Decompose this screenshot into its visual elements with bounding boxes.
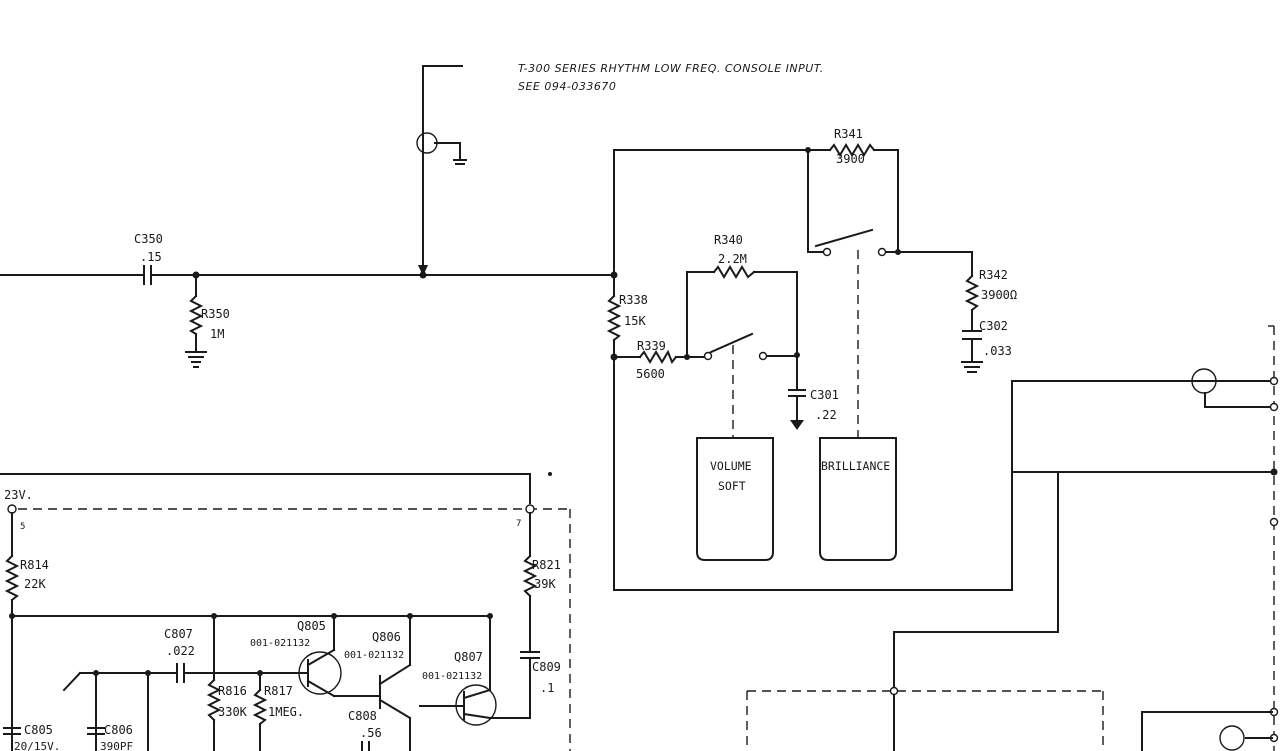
r350-ref: R350 [201, 307, 230, 321]
r816-ref: R816 [218, 684, 247, 698]
q807-part: 001-021132 [422, 671, 482, 682]
volume-tab-sublabel: SOFT [718, 479, 746, 493]
switch-brilliance [814, 228, 887, 438]
output-jack [1191, 368, 1217, 394]
c809-ref: C809 [532, 660, 561, 674]
q806-part: 001-021132 [344, 650, 404, 661]
c302-value: .033 [983, 344, 1012, 358]
right-connector-bus [1268, 325, 1279, 751]
amp-wiring [11, 615, 491, 751]
junction-dot [487, 613, 493, 619]
r340-ref: R340 [714, 233, 743, 247]
r338-ref: R338 [619, 293, 648, 307]
c350-value: .15 [140, 250, 162, 264]
junction-dot [93, 670, 99, 676]
volume-tab-label: VOLUME [710, 459, 752, 473]
q805-part: 001-021132 [250, 638, 310, 649]
c350-ref: C350 [134, 232, 163, 246]
volume-soft-tab [696, 437, 774, 561]
junction-dot [419, 271, 427, 279]
c301-value: .22 [815, 408, 837, 422]
resistor-r821 [522, 554, 538, 651]
resistor-r817 [252, 688, 268, 751]
brilliance-tab-label: BRILLIANCE [821, 459, 890, 473]
capacitor-c302 [962, 330, 982, 363]
capacitor-c350 [143, 265, 152, 285]
pin-7-label: 7 [516, 519, 521, 529]
supply-rail [0, 473, 571, 751]
c301-ref: C301 [810, 388, 839, 402]
q806-ref: Q806 [372, 630, 401, 644]
junction-dot [684, 354, 690, 360]
transistor-q807 [419, 684, 497, 726]
r814-value: 22K [24, 577, 46, 591]
junction-dot [610, 353, 618, 361]
r341-value: 3900 [836, 152, 865, 166]
junction-dot [407, 613, 413, 619]
capacitor-c808 [361, 741, 370, 751]
r350-value: 1M [210, 327, 224, 341]
note-line-1: T-300 SERIES RHYTHM LOW FREQ. CONSOLE IN… [518, 62, 824, 75]
c806-ref: C806 [104, 723, 133, 737]
pin-5-label: 5 [20, 522, 25, 532]
capacitor-c807 [176, 663, 185, 683]
c808-value: .56 [360, 726, 382, 740]
tone-network-wiring [613, 149, 1273, 591]
c807-ref: C807 [164, 627, 193, 641]
r814-ref: R814 [20, 558, 49, 572]
r817-value: 1MEG. [268, 705, 304, 719]
right-wiring [893, 471, 1273, 751]
junction-dot [257, 670, 263, 676]
capacitor-c301 [788, 389, 806, 430]
junction-dot [211, 613, 217, 619]
r816-value: 330K [218, 705, 248, 719]
junction-dot [331, 613, 337, 619]
resistor-r342 [964, 274, 980, 312]
supply-voltage-label: 23V. [4, 488, 33, 502]
ground-symbol [185, 351, 207, 368]
q805-ref: Q805 [297, 619, 326, 633]
r821-value: 39K [534, 577, 556, 591]
c302-ref: C302 [979, 319, 1008, 333]
transistor-q806 [378, 663, 412, 751]
r339-value: 5600 [636, 367, 665, 381]
resistor-r816 [206, 678, 222, 751]
r821-ref: R821 [532, 558, 561, 572]
c806-value: 390PF [100, 740, 133, 751]
junction-dot [145, 670, 151, 676]
c808-ref: C808 [348, 709, 377, 723]
ink-speck [548, 472, 552, 476]
c809-value: .1 [540, 681, 554, 695]
c807-value: .022 [166, 644, 195, 658]
r817-ref: R817 [264, 684, 293, 698]
r338-value: 15K [624, 314, 646, 328]
switch-volume-soft [703, 332, 798, 438]
junction-dot [895, 249, 901, 255]
resistor-r339 [638, 349, 678, 364]
c805-ref: C805 [24, 723, 53, 737]
brilliance-tab [819, 437, 897, 561]
capacitor-c809 [489, 651, 540, 719]
ground-symbol [961, 361, 983, 373]
note-line-2: SEE 094-033670 [518, 80, 616, 93]
r339-ref: R339 [637, 339, 666, 353]
r342-value: 3900Ω [981, 288, 1017, 302]
c805-value: 20/15V. [14, 740, 60, 751]
transistor-q805 [298, 648, 379, 698]
resistor-r340 [712, 265, 756, 279]
resistor-r338 [606, 294, 622, 342]
junction-dot [9, 613, 15, 619]
r340-value: 2.2M [718, 252, 747, 266]
r342-ref: R342 [979, 268, 1008, 282]
resistor-r341 [807, 143, 899, 157]
q807-ref: Q807 [454, 650, 483, 664]
resistor-r350 [188, 274, 204, 353]
r341-ref: R341 [834, 127, 863, 141]
capacitor-c805 [3, 727, 21, 735]
console-input-jack [416, 65, 467, 276]
resistor-r814 [4, 554, 20, 751]
capacitor-c806 [87, 727, 105, 735]
lower-dashed-box [746, 686, 1104, 751]
